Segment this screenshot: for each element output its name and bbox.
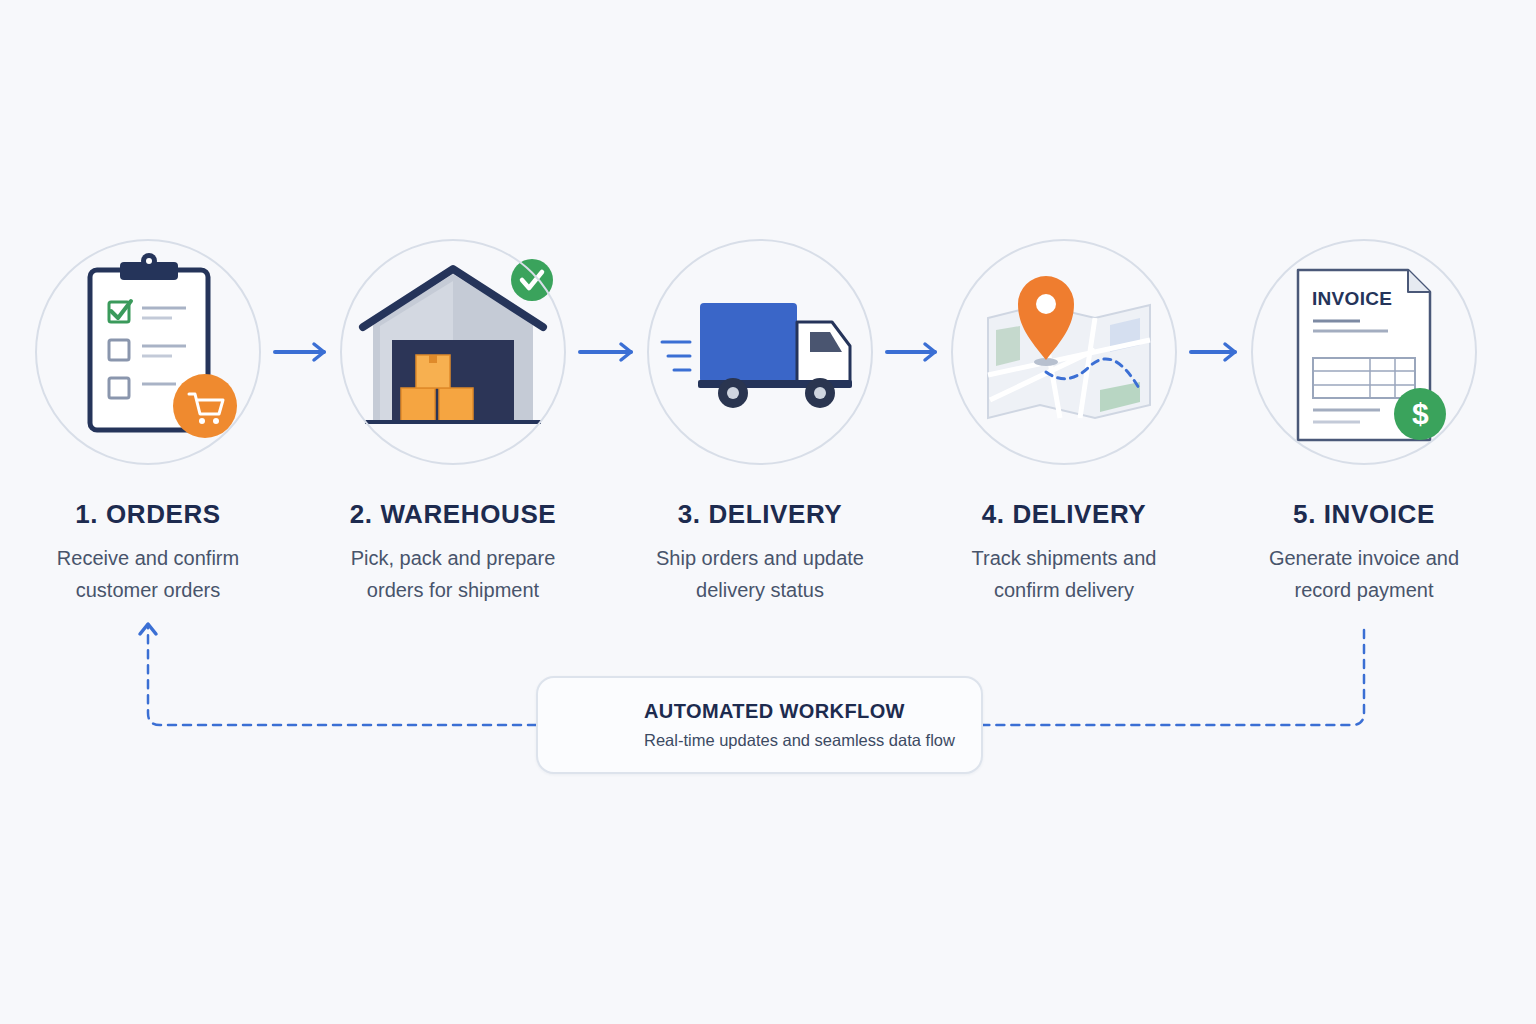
circle-outline xyxy=(341,240,565,464)
flow-connector xyxy=(140,624,536,725)
step-description: Track shipments and confirm delivery xyxy=(961,542,1167,606)
dashed-loop-line xyxy=(983,630,1364,725)
step-description: Generate invoice and record payment xyxy=(1266,542,1462,606)
flow-connector xyxy=(1191,344,1235,360)
arrow-line xyxy=(887,350,935,354)
step-heading: 5. INVOICE xyxy=(1214,498,1514,530)
step-circle xyxy=(303,239,603,465)
circle-space xyxy=(0,239,298,465)
flow-connector xyxy=(983,630,1364,725)
flow-connector xyxy=(580,344,631,360)
arrow-head xyxy=(1225,344,1235,360)
step-circle xyxy=(0,239,298,465)
circle-outline xyxy=(36,240,260,464)
arrow-head xyxy=(140,624,156,634)
circle-space xyxy=(1214,239,1514,465)
step-node: 4. DELIVERY Track shipments and confirm d… xyxy=(914,239,1214,606)
step-circle xyxy=(1214,239,1514,465)
document-title: INVOICE xyxy=(1312,288,1392,310)
box-description: Real-time updates and seamless data flow xyxy=(644,728,955,752)
circle-space xyxy=(914,239,1214,465)
currency-symbol: $ xyxy=(1412,397,1429,431)
arrow-line xyxy=(580,350,631,354)
flow-connector xyxy=(275,344,324,360)
circle-space xyxy=(303,239,603,465)
circle-outline xyxy=(648,240,872,464)
warehouse-icon xyxy=(363,259,553,422)
circle-space xyxy=(610,239,910,465)
step-description: Receive and confirm customer orders xyxy=(43,542,253,606)
workflow-box: AUTOMATED WORKFLOW Real-time updates and … xyxy=(536,676,983,774)
box-heading: AUTOMATED WORKFLOW xyxy=(644,698,955,724)
circle-outline xyxy=(952,240,1176,464)
arrow-head xyxy=(314,344,324,360)
map-icon xyxy=(988,276,1150,418)
step-circle xyxy=(914,239,1214,465)
step-heading: 1. ORDERS xyxy=(0,498,298,530)
step-node: 2. WAREHOUSE Pick, pack and prepare order… xyxy=(303,239,603,606)
arrow-line xyxy=(1191,350,1235,354)
arrow-line xyxy=(275,350,324,354)
step-description: Pick, pack and prepare orders for shipme… xyxy=(340,542,566,606)
invoice-icon xyxy=(1298,270,1446,440)
truck-icon xyxy=(662,303,852,408)
dashed-loop-line xyxy=(148,624,536,725)
arrow-head xyxy=(925,344,935,360)
arrow-head xyxy=(621,344,631,360)
clipboard-icon xyxy=(90,253,237,438)
step-circle xyxy=(610,239,910,465)
step-heading: 3. DELIVERY xyxy=(610,498,910,530)
step-node: 1. ORDERS Receive and confirm customer or… xyxy=(0,239,298,606)
step-description: Ship orders and update delivery status xyxy=(648,542,872,606)
step-heading: 2. WAREHOUSE xyxy=(303,498,603,530)
circle-outline xyxy=(1252,240,1476,464)
flow-connector xyxy=(887,344,935,360)
step-heading: 4. DELIVERY xyxy=(914,498,1214,530)
step-node: 3. DELIVERY Ship orders and update delive… xyxy=(610,239,910,606)
